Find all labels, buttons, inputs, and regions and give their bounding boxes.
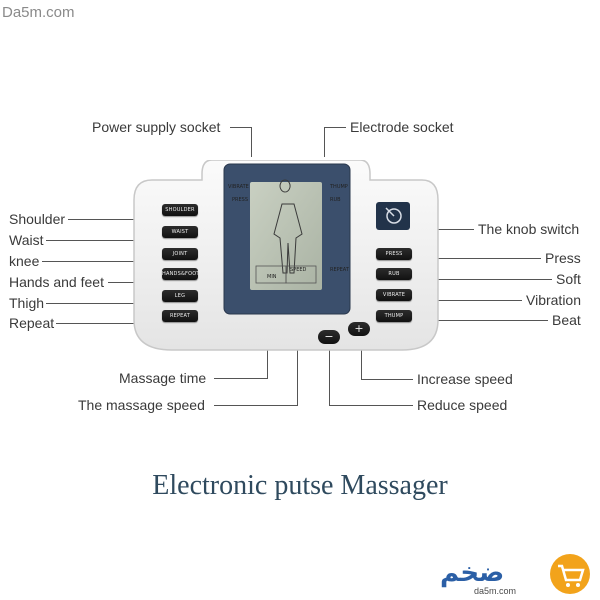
- knee-label: knee: [9, 253, 40, 269]
- leader-line: [418, 320, 548, 321]
- electrode-socket-label: Electrode socket: [350, 119, 454, 135]
- joint-button[interactable]: JOINT: [162, 248, 198, 260]
- screen-press-text: PRESS: [232, 197, 248, 203]
- press-label: Press: [545, 250, 581, 266]
- thigh-label: Thigh: [9, 295, 45, 311]
- leader-line: [214, 378, 267, 379]
- device-body-graphic: [133, 160, 439, 351]
- increase-speed-button[interactable]: +: [348, 322, 370, 336]
- repeat-label: Repeat: [9, 315, 55, 331]
- screen-thump-text: THUMP: [330, 184, 348, 190]
- vibrate-button[interactable]: VIBRATE: [376, 289, 412, 301]
- brand-logo: ضخم da5m.com: [440, 554, 590, 598]
- watermark-text: Da5m.com: [2, 4, 75, 21]
- leader-line: [361, 338, 362, 380]
- logo-arabic-text: ضخم: [440, 558, 505, 588]
- screen-rub-text: RUB: [330, 197, 341, 203]
- massager-device: VIBRATE PRESS THUMP RUB REPEAT MIN SPEED…: [132, 160, 440, 352]
- leader-line: [361, 379, 413, 380]
- knob-switch-label: The knob switch: [478, 221, 580, 237]
- leader-line: [329, 346, 330, 406]
- leader-line: [46, 240, 164, 241]
- waist-button[interactable]: WAIST: [162, 226, 198, 238]
- leader-line: [418, 300, 522, 301]
- screen-speed-text: SPEED: [290, 267, 307, 273]
- screen-repeat-text: REPEAT: [330, 267, 349, 273]
- shoulder-label: Shoulder: [9, 211, 66, 227]
- reduce-speed-button[interactable]: −: [318, 330, 340, 344]
- leader-line: [418, 279, 552, 280]
- leader-line: [251, 127, 252, 157]
- repeat-button[interactable]: REPEAT: [162, 310, 198, 322]
- hands-and-feet-label: Hands and feet: [9, 274, 104, 290]
- rub-button[interactable]: RUB: [376, 268, 412, 280]
- leg-button[interactable]: LEG: [162, 290, 198, 302]
- waist-label: Waist: [9, 232, 44, 248]
- leader-line: [56, 323, 164, 324]
- leader-line: [324, 127, 346, 128]
- power-supply-socket-label: Power supply socket: [92, 119, 221, 135]
- leader-line: [329, 405, 413, 406]
- increase-speed-label: Increase speed: [417, 371, 513, 387]
- cart-logo-icon: [550, 554, 590, 594]
- leader-line: [46, 303, 164, 304]
- soft-label: Soft: [556, 271, 581, 287]
- logo-site-text: da5m.com: [474, 586, 517, 596]
- reduce-speed-label: Reduce speed: [417, 397, 508, 413]
- screen-min-text: MIN: [267, 274, 277, 280]
- massage-time-label: Massage time: [119, 370, 207, 386]
- leader-line: [42, 261, 164, 262]
- leader-line: [230, 127, 252, 128]
- press-button[interactable]: PRESS: [376, 248, 412, 260]
- leader-line: [214, 405, 298, 406]
- leader-line: [324, 127, 325, 157]
- thump-button[interactable]: THUMP: [376, 310, 412, 322]
- hands-foot-button[interactable]: HANDS&FOOT: [162, 268, 199, 280]
- leader-line: [68, 219, 164, 220]
- vibration-label: Vibration: [526, 292, 582, 308]
- shoulder-button[interactable]: SHOULDER: [162, 204, 198, 216]
- product-title: Electronic putse Massager: [152, 470, 448, 501]
- leader-line: [420, 229, 474, 230]
- screen-vibrate-text: VIBRATE: [228, 184, 249, 190]
- massage-speed-label: The massage speed: [78, 397, 205, 413]
- beat-label: Beat: [552, 312, 581, 328]
- leader-line: [418, 258, 541, 259]
